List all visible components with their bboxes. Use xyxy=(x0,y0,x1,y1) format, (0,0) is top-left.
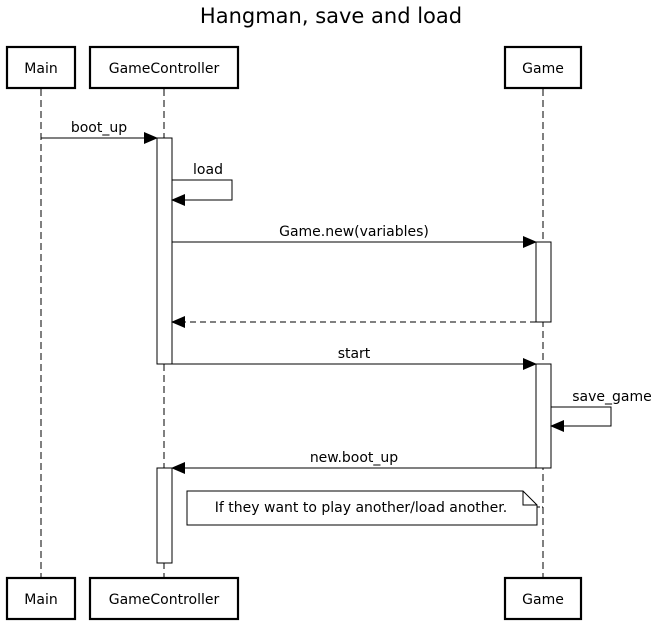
note: If they want to play another/load anothe… xyxy=(186,490,543,526)
participant-main-label-bottom: Main xyxy=(24,592,57,608)
participant-gamecontroller-label: GameController xyxy=(109,61,220,77)
message-save-game-label: save_game xyxy=(572,389,652,405)
activation-gamecontroller-1 xyxy=(156,137,173,365)
participant-game-label: Game xyxy=(522,61,564,77)
message-new-boot-up-label: new.boot_up xyxy=(310,450,398,466)
participant-gamecontroller-label-bottom: GameController xyxy=(109,592,220,608)
message-start-label: start xyxy=(338,346,371,362)
message-start: start xyxy=(172,346,537,370)
participant-main-label: Main xyxy=(24,61,57,77)
message-load: load xyxy=(171,162,233,206)
message-game-new-label: Game.new(variables) xyxy=(279,224,429,240)
participant-game-label-bottom: Game xyxy=(522,592,564,608)
message-boot-up: boot_up xyxy=(41,120,158,144)
participant-gamecontroller-top: GameController xyxy=(88,45,240,90)
activation-game-2 xyxy=(535,363,552,469)
participant-game-bottom: Game xyxy=(503,576,583,621)
diagram-title: Hangman, save and load xyxy=(200,4,462,28)
participant-gamecontroller-bottom: GameController xyxy=(88,576,240,621)
message-boot-up-label: boot_up xyxy=(71,120,127,136)
activation-gamecontroller-2 xyxy=(156,467,173,564)
participant-main-top: Main xyxy=(5,45,77,90)
note-text: If they want to play another/load anothe… xyxy=(215,500,507,516)
activation-game-1 xyxy=(535,241,552,323)
participant-main-bottom: Main xyxy=(5,576,77,621)
message-save-game: save_game xyxy=(550,389,652,432)
participant-game-top: Game xyxy=(503,45,583,90)
message-load-label: load xyxy=(193,162,223,178)
message-game-new: Game.new(variables) xyxy=(172,224,537,248)
message-new-boot-up: new.boot_up xyxy=(171,450,536,474)
